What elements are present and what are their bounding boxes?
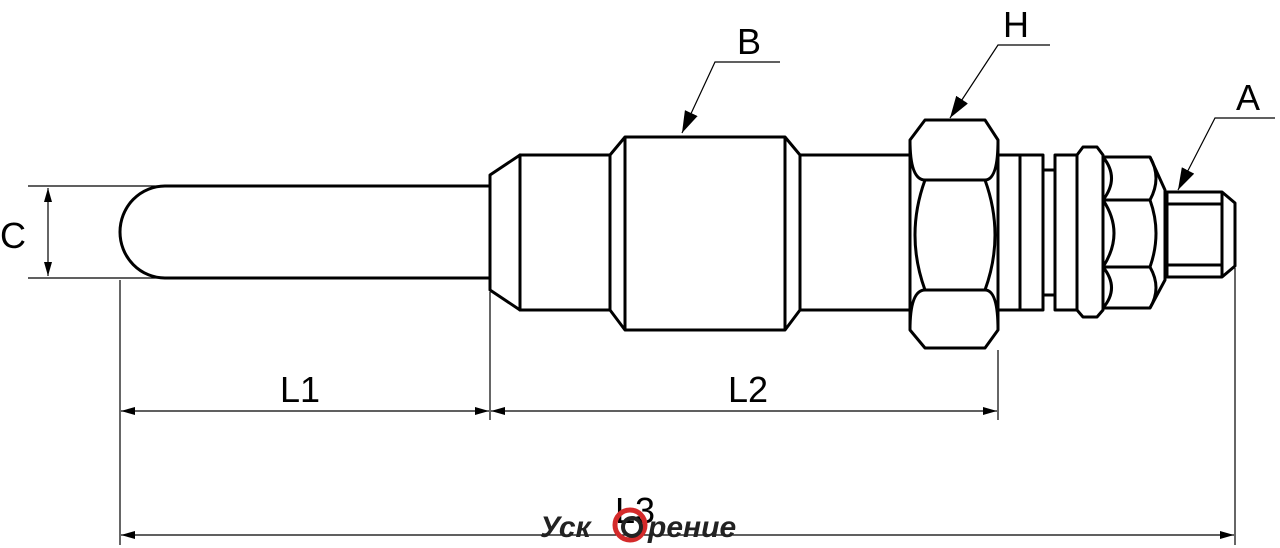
watermark-right: рение: [647, 511, 736, 544]
hex-nut: [908, 118, 1000, 350]
logo-ring-icon: [612, 507, 648, 543]
body-center: [608, 135, 802, 332]
label-l1: L1: [280, 369, 320, 410]
label-b: B: [737, 21, 761, 62]
rings: [996, 145, 1105, 319]
body-section-1: [518, 153, 612, 312]
label-c: C: [0, 215, 26, 256]
terminal-pin: [1165, 190, 1237, 279]
logo-inner-icon: [621, 516, 643, 538]
label-h: H: [1003, 4, 1029, 45]
dimension-l2: L2: [491, 369, 997, 415]
watermark-logo: Уск рение: [540, 507, 736, 544]
watermark-left: Уск: [540, 511, 593, 544]
terminal-nut: [1101, 155, 1167, 310]
label-a: A: [1236, 77, 1260, 118]
dimension-l1: L1: [121, 369, 489, 415]
label-l2: L2: [728, 369, 768, 410]
body-taper: [488, 153, 522, 312]
leader-b: B: [681, 21, 780, 134]
leader-a: A: [1177, 77, 1275, 191]
dimension-l3: L3: [121, 490, 1234, 539]
heater-rod: [118, 184, 490, 280]
leader-h: H: [949, 4, 1050, 119]
body-section-2: [798, 153, 912, 312]
dimension-c: C: [0, 185, 165, 279]
